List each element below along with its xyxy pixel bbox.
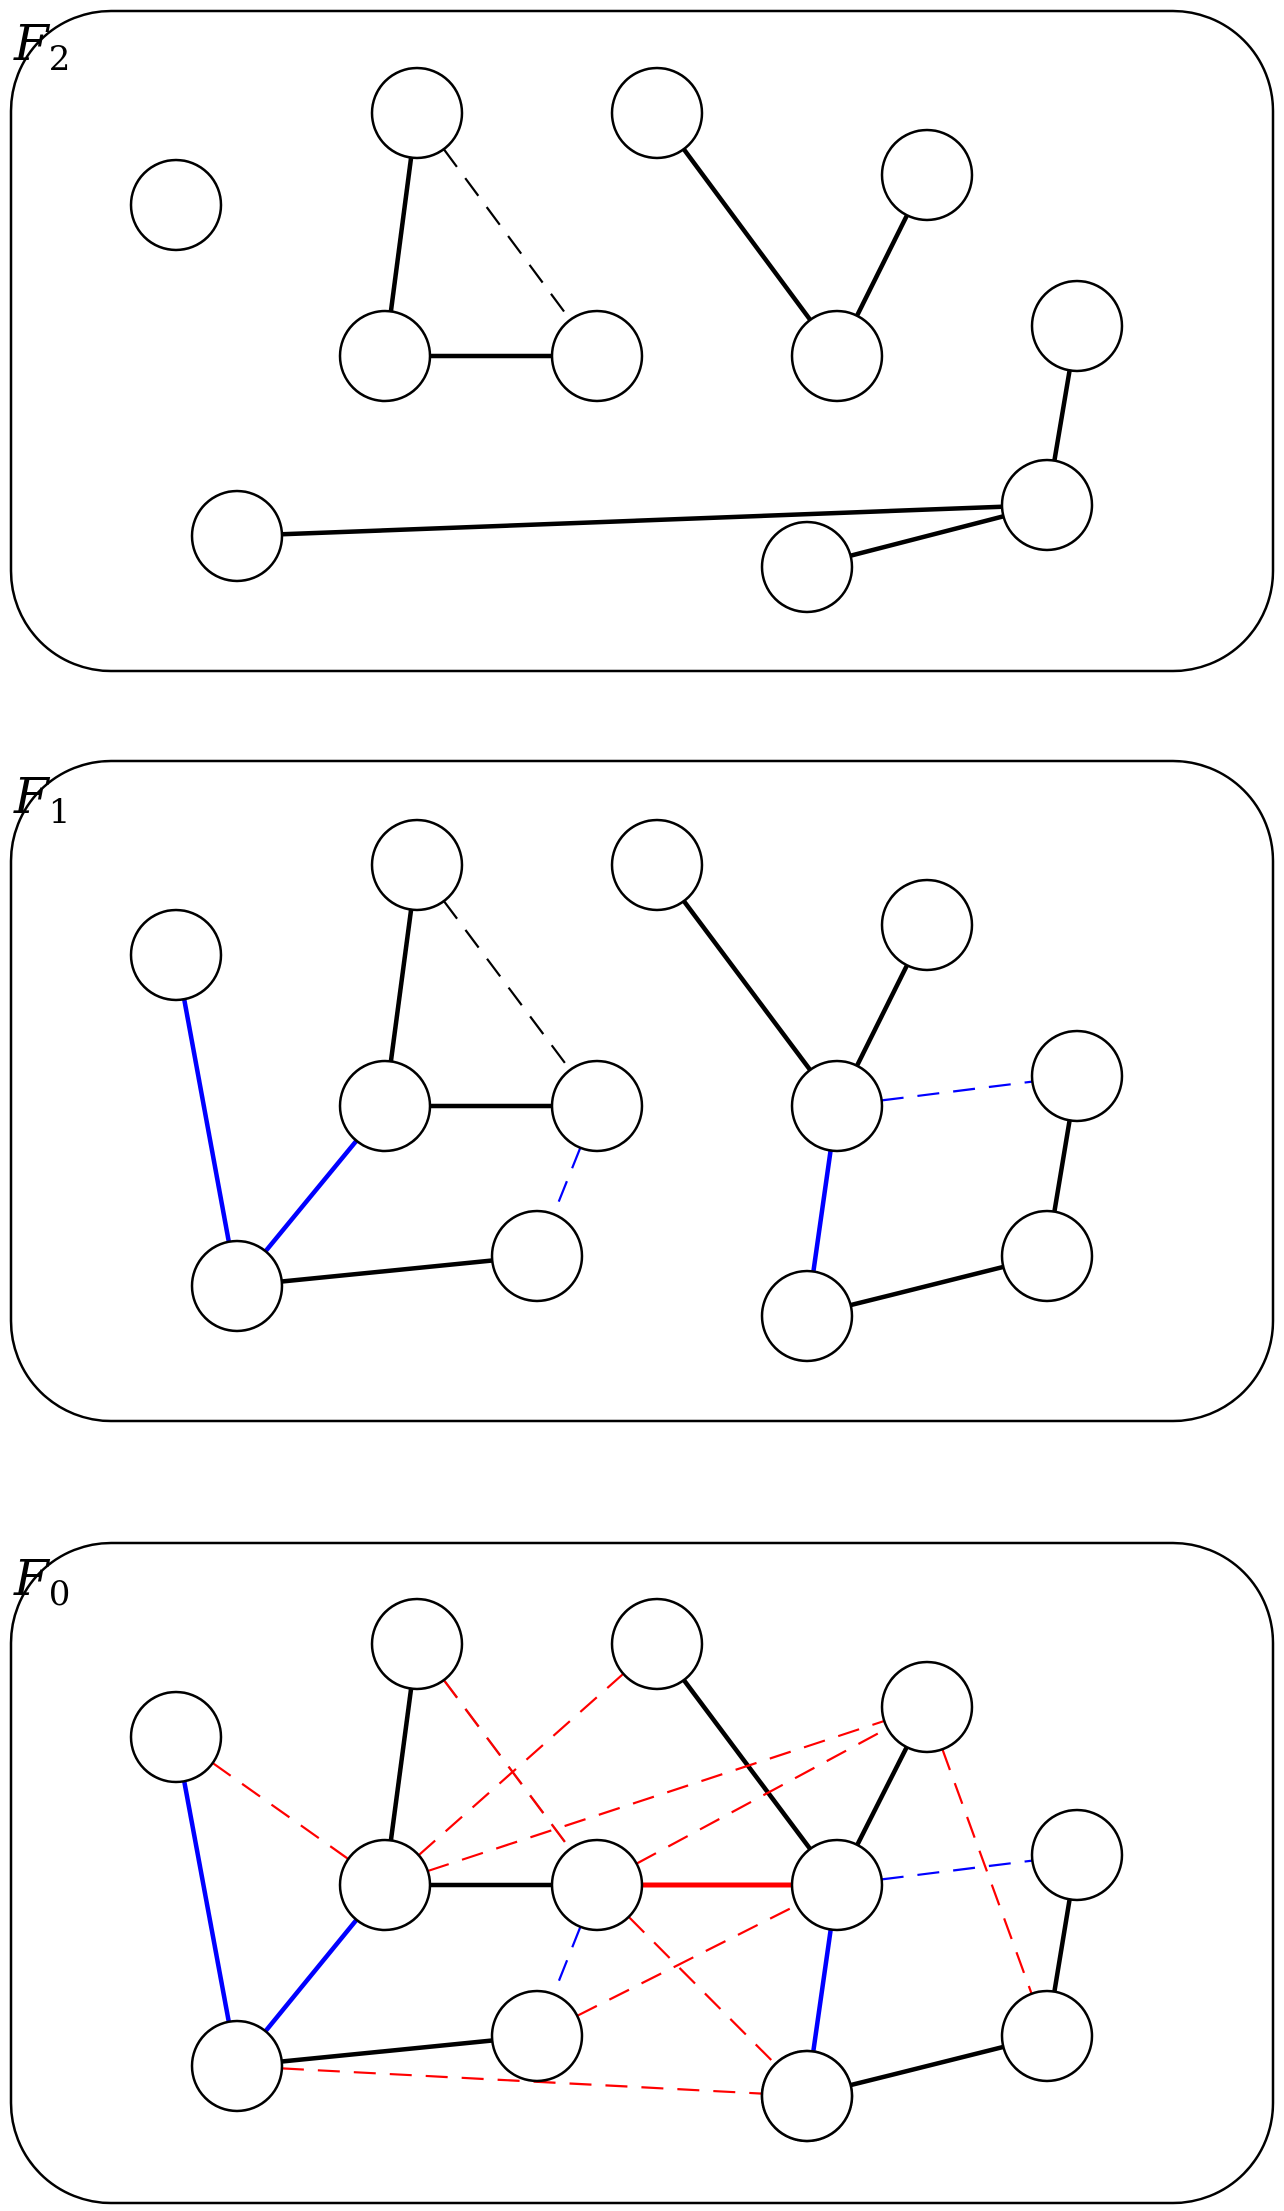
- edge-f2-i-l: [281, 504, 1003, 537]
- panel-f2-edges: [281, 147, 1072, 558]
- edge-f0-i-m: [281, 2067, 763, 2095]
- edge-f2-b-c: [388, 157, 414, 312]
- edge-f0-h-k: [881, 1859, 1033, 1881]
- node-f2-f: [610, 66, 704, 160]
- edge-f1-b-c: [388, 909, 414, 1062]
- edge-f0-f-h: [682, 1678, 812, 1851]
- node-f1-b: [370, 818, 464, 912]
- panel-f1-nodes: [129, 818, 1124, 1363]
- node-f0-k: [1030, 1808, 1124, 1902]
- node-f2-k: [1030, 279, 1124, 373]
- node-f1-e: [490, 1209, 584, 1303]
- edge-f2-g-h: [854, 214, 910, 317]
- node-f2-a: [129, 158, 223, 252]
- node-f0-b: [370, 1597, 464, 1691]
- edge-f1-m-l: [850, 1264, 1004, 1308]
- panel-f2-label: F2: [13, 14, 70, 79]
- node-f0-g: [880, 1660, 974, 1754]
- edge-f0-g-l: [941, 1748, 1033, 1995]
- edge-f0-l-k: [1052, 1899, 1072, 1992]
- panel-f1-label-sub: 1: [49, 792, 71, 832]
- node-f2-l: [1000, 458, 1094, 552]
- panel-f0-label-base: F: [13, 1549, 51, 1607]
- edge-f1-d-e: [552, 1147, 582, 1215]
- panel-f2-nodes: [129, 66, 1124, 614]
- node-f1-f: [610, 818, 704, 912]
- edge-f1-l-k: [1052, 1120, 1072, 1212]
- edge-f0-d-g: [636, 1727, 888, 1865]
- node-f0-c: [338, 1838, 432, 1932]
- node-f1-l: [1000, 1209, 1094, 1303]
- node-f0-f: [610, 1597, 704, 1691]
- node-f1-c: [338, 1059, 432, 1153]
- edge-f0-g-h: [855, 1746, 909, 1846]
- edge-f1-c-i: [263, 1139, 359, 1253]
- edge-f0-d-e: [552, 1926, 582, 1995]
- node-f2-i: [190, 489, 284, 583]
- panel-f1: F1: [9, 759, 1275, 1423]
- node-f0-h: [790, 1838, 884, 1932]
- edge-f0-c-i: [263, 1918, 359, 2033]
- node-f1-a: [129, 908, 223, 1002]
- node-f2-d: [550, 309, 644, 403]
- panel-f1-edges: [181, 899, 1072, 1308]
- panel-f2-label-sub: 2: [49, 39, 71, 79]
- edge-f0-e-h: [576, 1904, 798, 2017]
- node-f1-g: [880, 878, 974, 972]
- node-f0-d: [550, 1838, 644, 1932]
- node-f2-c: [338, 309, 432, 403]
- edge-f0-a-c: [212, 1762, 349, 1860]
- edge-f1-a-i: [181, 998, 232, 1243]
- node-f2-b: [370, 66, 464, 160]
- edge-f0-h-m: [811, 1929, 833, 2052]
- panel-f1-label: F1: [13, 767, 70, 832]
- panel-f2-label-base: F: [13, 14, 51, 72]
- edge-f0-a-i: [181, 1780, 232, 2023]
- node-f0-m: [760, 2049, 854, 2143]
- edge-f1-g-h: [854, 964, 910, 1067]
- node-f0-e: [490, 1989, 584, 2083]
- node-f1-k: [1030, 1029, 1124, 1123]
- edge-f1-h-k: [881, 1080, 1033, 1102]
- node-f1-m: [760, 1269, 854, 1363]
- panel-f0-edges: [181, 1672, 1072, 2095]
- edge-f2-l-k: [1052, 370, 1072, 461]
- panel-f1-label-base: F: [13, 767, 51, 825]
- edge-f1-i-e: [281, 1258, 493, 1284]
- node-f2-m: [760, 520, 854, 614]
- edge-f2-f-h: [681, 147, 813, 322]
- edge-f0-c-g: [427, 1719, 885, 1873]
- edge-f0-b-c: [388, 1688, 414, 1841]
- edge-f0-m-l: [850, 2044, 1004, 2088]
- panel-f0-label-sub: 0: [49, 1574, 71, 1614]
- node-f1-i: [190, 1239, 284, 1333]
- node-f0-l: [1000, 1989, 1094, 2083]
- panel-f0-nodes: [129, 1597, 1124, 2143]
- panel-f0-label: F0: [13, 1549, 70, 1614]
- node-f1-h: [790, 1059, 884, 1153]
- edge-f0-i-e: [281, 2038, 493, 2064]
- panel-f2: F2: [9, 9, 1275, 673]
- node-f1-d: [550, 1059, 644, 1153]
- edge-f0-c-f: [417, 1672, 625, 1857]
- edge-f2-m-l: [850, 514, 1004, 558]
- edge-f1-f-h: [682, 899, 812, 1072]
- node-f0-a: [129, 1690, 223, 1784]
- node-f2-h: [790, 309, 884, 403]
- node-f2-g: [880, 128, 974, 222]
- panel-f0: F0: [9, 1541, 1275, 2205]
- node-f0-i: [190, 2019, 284, 2113]
- edge-f1-h-m: [811, 1150, 833, 1272]
